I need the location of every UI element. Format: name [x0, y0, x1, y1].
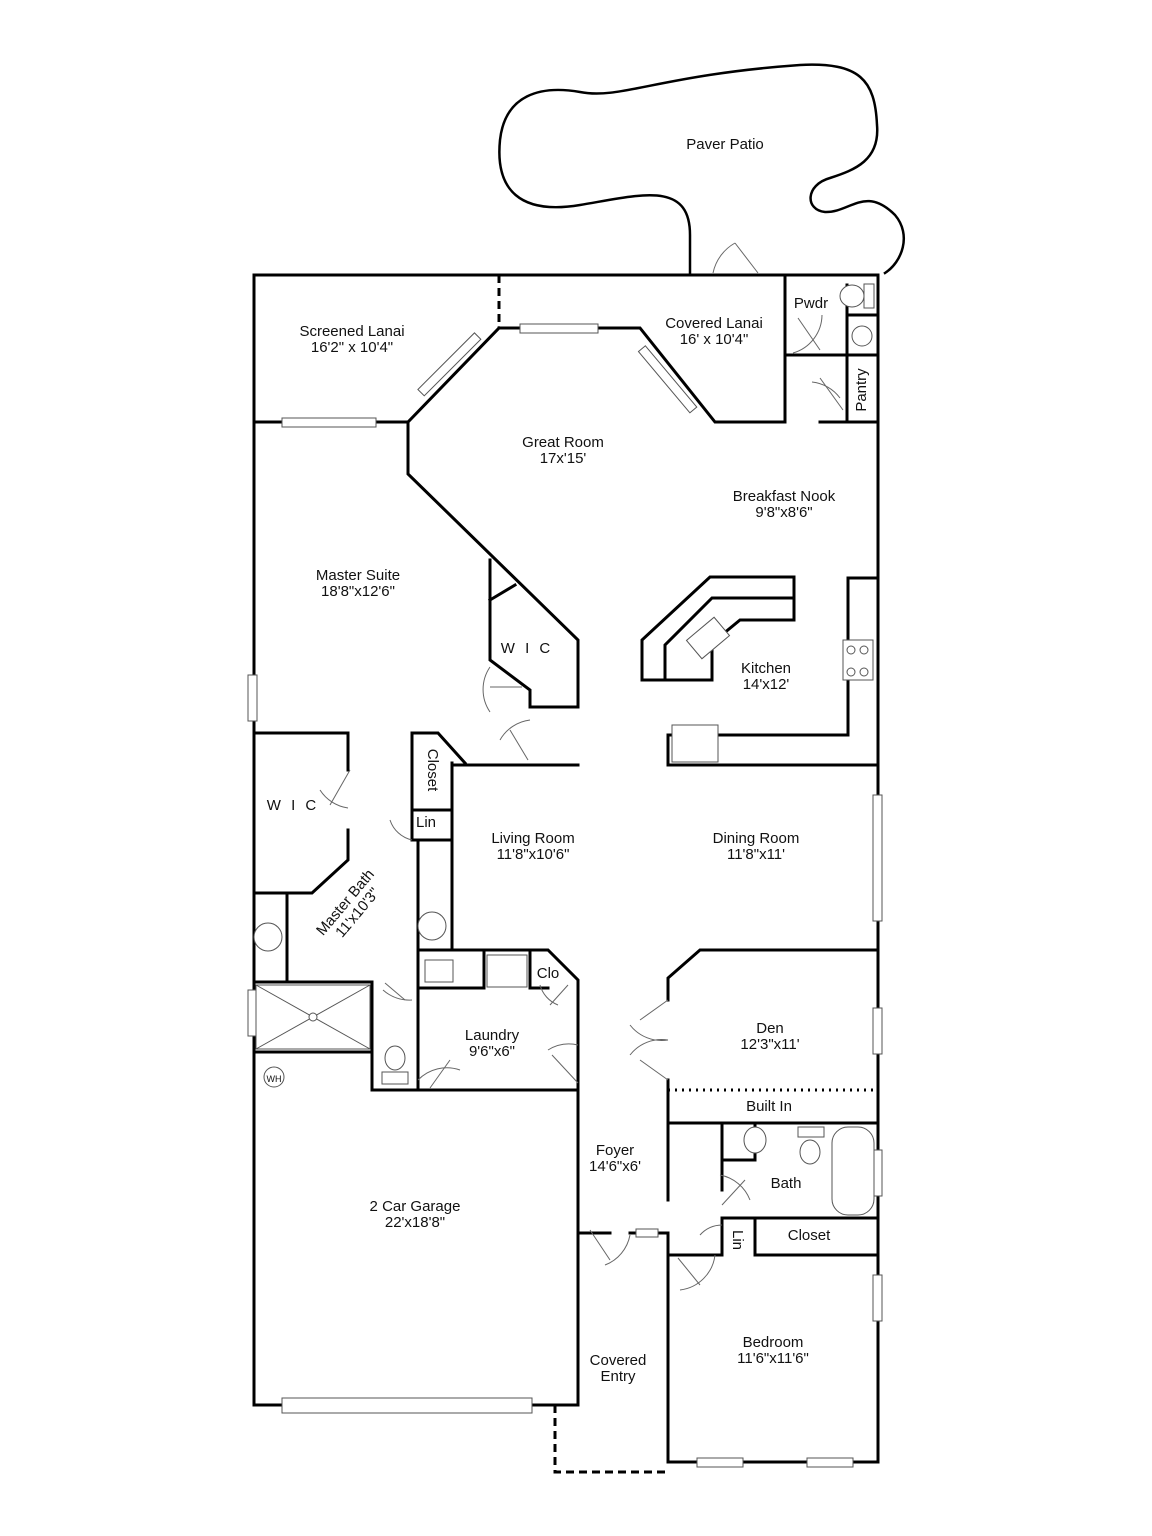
- washer-icon: [486, 954, 528, 988]
- wic-wall: [487, 582, 518, 603]
- den-wall: [666, 948, 880, 1257]
- room-size: 14'6"x6': [589, 1158, 641, 1175]
- room-size: 22'x18'8": [384, 1214, 446, 1231]
- room-label-pwdr: Pwdr: [794, 296, 828, 312]
- room-size: 16' x 10'4": [679, 331, 749, 348]
- utility-sink-icon: [424, 959, 454, 983]
- room-label-lin-hall: Lin: [729, 1229, 746, 1251]
- room-name: WH: [266, 1074, 282, 1084]
- room-name: Lin: [729, 1229, 746, 1251]
- room-size: 14'x12': [742, 676, 790, 693]
- room-name: Paver Patio: [686, 136, 764, 153]
- room-name: Closet: [787, 1227, 831, 1244]
- room-name: W I C: [500, 640, 554, 657]
- room-name: Clo: [536, 965, 560, 982]
- fixtures: [253, 283, 875, 1216]
- toilet-icon: [839, 284, 865, 308]
- room-name: Living Room: [491, 830, 575, 847]
- room-name: Built In: [746, 1098, 792, 1115]
- room-size: 16'2" x 10'4": [310, 339, 394, 356]
- room-name: Bedroom: [742, 1334, 804, 1351]
- sink-icon: [743, 1126, 767, 1154]
- room-name: Bath: [770, 1175, 802, 1192]
- room-name: 2 Car Garage: [369, 1198, 461, 1215]
- sink-icon: [417, 911, 447, 941]
- room-size: 11'8"x10'6": [496, 846, 570, 863]
- room-name: Lin: [415, 814, 437, 831]
- room-size: 12'3"x11': [740, 1036, 800, 1053]
- room-label-lin-master: Lin: [416, 815, 436, 831]
- room-name: Laundry: [464, 1027, 520, 1044]
- room-label-wic-upper: W I C: [501, 641, 554, 657]
- room-name: Entry: [600, 1368, 636, 1385]
- doors: [319, 242, 844, 1291]
- kitchen-island: [640, 575, 796, 682]
- sink-icon: [851, 325, 873, 347]
- covered-entry-outline: [553, 1405, 668, 1474]
- room-name: W I C: [266, 797, 320, 814]
- room-name: Covered Lanai: [665, 315, 763, 332]
- room-label-bath: Bath: [771, 1176, 802, 1192]
- windows: [247, 323, 883, 1468]
- master-wic-wall: [252, 731, 420, 1092]
- room-name: Great Room: [522, 434, 604, 451]
- kitchen-sink-icon: [685, 616, 731, 660]
- pwdr-wall: [845, 283, 880, 424]
- great-room-wall: [252, 273, 880, 709]
- room-name: Dining Room: [712, 830, 800, 847]
- great-room-diag-wall: [405, 325, 502, 425]
- room-name: Den: [756, 1020, 784, 1037]
- paver-patio-outline: [498, 63, 905, 275]
- room-size: 9'6"x6": [468, 1043, 516, 1060]
- kitchen-counter: [453, 576, 880, 767]
- toilet-icon: [799, 1139, 821, 1165]
- room-label-pantry: Pantry: [853, 368, 870, 412]
- room-name: Kitchen: [740, 660, 792, 677]
- room-size: 18'8"x12'6": [321, 583, 395, 600]
- room-label-closet-bedroom: Closet: [788, 1228, 831, 1244]
- room-name: Foyer: [595, 1142, 635, 1159]
- room-label-paver-patio: Paver Patio: [686, 137, 764, 153]
- fridge-icon: [671, 724, 719, 763]
- room-name: Pantry: [853, 368, 870, 412]
- room-name: Screened Lanai: [299, 323, 405, 340]
- room-label-wic-lower: W I C: [267, 798, 320, 814]
- water-heater-icon: [263, 1066, 285, 1088]
- room-name: Closet: [424, 748, 441, 792]
- room-label-wh: WH: [267, 1071, 282, 1087]
- room-size: 11'8"x11': [726, 846, 786, 863]
- room-label-clo: Clo: [537, 966, 560, 982]
- room-name: Breakfast Nook: [732, 488, 836, 505]
- room-label-built-in: Built In: [746, 1099, 792, 1115]
- room-name: Master Suite: [315, 567, 401, 584]
- room-name: Covered: [589, 1352, 647, 1369]
- toilet-icon: [384, 1045, 406, 1071]
- bathtub-icon: [831, 1126, 875, 1216]
- room-size: 17x'15': [539, 450, 587, 467]
- sink-icon: [253, 922, 283, 952]
- room-size: 9'8"x8'6": [755, 504, 813, 521]
- room-name: Pwdr: [793, 295, 829, 312]
- room-label-closet-master: Closet: [424, 748, 441, 792]
- room-size: 11'6"x11'6": [737, 1350, 809, 1367]
